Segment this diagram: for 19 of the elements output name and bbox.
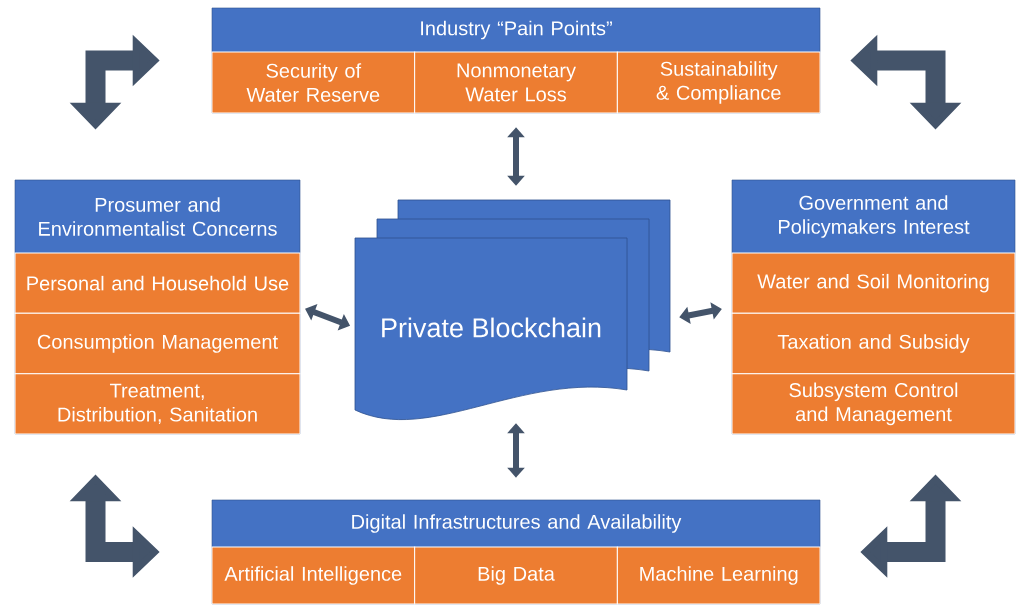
panel-heading: Industry “Pain Points”: [421, 20, 612, 40]
category-cell: Nonmonetary Water Loss: [414, 51, 618, 114]
category-cell: Taxation and Subsidy: [731, 312, 1016, 375]
panel-heading: Prosumer and Environmentalist Concerns: [39, 197, 277, 236]
category-cell: Water and Soil Monitoring: [731, 252, 1016, 314]
document-stack: Private Blockchain: [354, 199, 671, 420]
category-cell: Personal and Household Use: [14, 252, 301, 314]
category-cell: Treatment, Distribution, Sanitation: [14, 373, 301, 435]
panel-heading: Government and Policymakers Interest: [779, 195, 970, 238]
category-cell: Artificial Intelligence: [211, 546, 416, 605]
category-cell: Machine Learning: [616, 546, 821, 605]
category-cell: Consumption Management: [14, 312, 301, 375]
category-cell: Subsystem Control and Management: [731, 373, 1016, 435]
panel-heading: Digital Infrastructures and Availability: [352, 514, 682, 533]
arrow: [679, 302, 722, 325]
arrow: [507, 127, 525, 186]
category-cell: Security of Water Reserve: [211, 51, 416, 114]
category-cell: Sustainability & Compliance: [616, 51, 821, 114]
category-cell: Big Data: [414, 546, 618, 605]
